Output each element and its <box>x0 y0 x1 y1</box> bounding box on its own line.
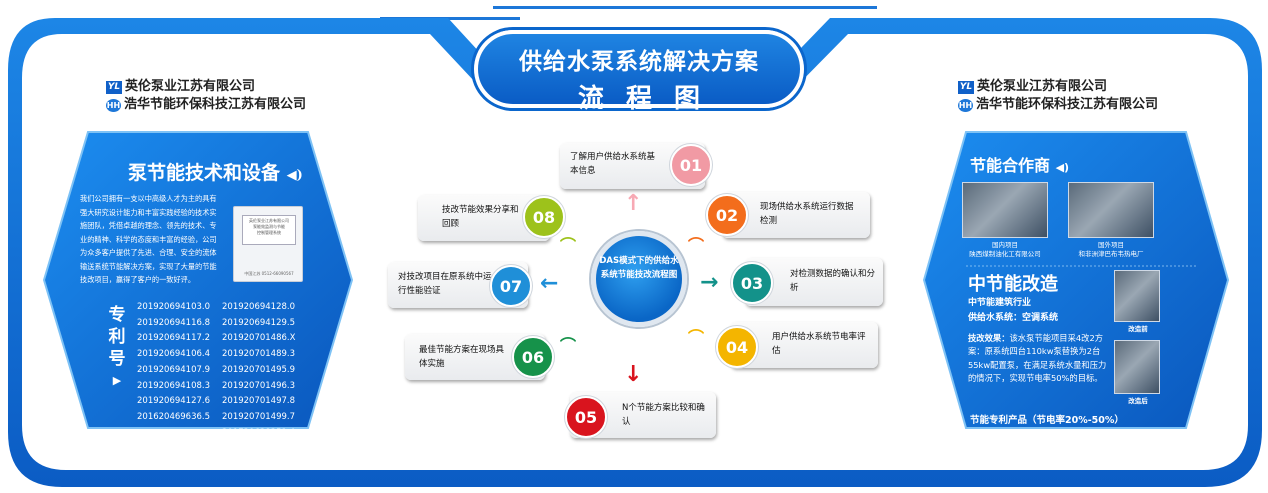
yl-logo-icon: YL <box>106 80 122 94</box>
overseas-project-caption: 国外项目 和非洲津巴布韦热电厂 <box>1078 241 1144 258</box>
right-panel-title: 节能合作商 ◀) <box>970 156 1070 175</box>
step-03-box: 对检测数据的确认和分析 <box>745 258 883 306</box>
patent-label: 专利号 ▶ <box>107 304 127 392</box>
step-02-number: 02 <box>706 194 748 236</box>
patent-number: 201920701497.8 <box>222 396 296 407</box>
title-line-2: 流程图 <box>577 84 722 114</box>
step-05-number: 05 <box>565 396 607 438</box>
patent-number: 201920694116.8 <box>137 317 211 328</box>
company1-name: 英伦泵业江苏有限公司 <box>977 79 1108 94</box>
patent-number: 201920701489.3 <box>222 349 296 360</box>
case-industry: 中节能建筑行业 <box>968 298 1032 308</box>
patent-product: 节能专利产品（节电率20%-50%） <box>970 415 1124 426</box>
yl-logo-icon: YL <box>958 80 974 94</box>
equipment-certificate: 英伦泵业江苏有限公司 泵能效监测与节能 控制管理系统 中国江苏 0512-660… <box>233 206 303 282</box>
arc-arrow-icon: ⌒ <box>688 328 705 347</box>
case-title: 中节能改造 <box>968 274 1058 295</box>
patent-number: 201920701496.3 <box>222 380 296 391</box>
patent-number: 201920694106.4 <box>137 349 211 360</box>
step-03-number: 03 <box>731 262 773 304</box>
speaker-icon: ◀) <box>1055 161 1070 174</box>
arc-arrow-icon: ⌒ <box>560 236 577 255</box>
arrow-right-icon: → <box>700 270 719 295</box>
company1-name: 英伦泵业江苏有限公司 <box>125 79 256 94</box>
domestic-project-caption: 国内项目 陕西煤制油化工有限公司 <box>969 241 1041 258</box>
company2-name: 浩华节能环保科技江苏有限公司 <box>976 97 1159 112</box>
patent-list-col2: 201920694128.0 201920694129.5 201920701486… <box>222 300 295 441</box>
patent-number: 201920694117.2 <box>137 333 211 344</box>
page-title: 供给水泵系统解决方案 流程图 <box>474 30 804 114</box>
patent-number: 201620469636.5 <box>137 411 211 422</box>
left-panel-title: 泵节能技术和设备 ◀) <box>128 162 303 184</box>
overseas-project-photo <box>1068 182 1154 238</box>
arc-arrow-icon: ⌒ <box>560 336 577 355</box>
patent-number: 201920701495.9 <box>222 364 296 375</box>
company-description: 我们公司拥有一支以中高级人才为主的具有强大研究设计能力和丰富实践经验的技术实施团… <box>80 194 217 284</box>
patent-number: 201920701486.X <box>222 333 296 344</box>
step-04-number: 04 <box>716 326 758 368</box>
certificate-footer: 中国江苏 0512-66090567 <box>244 271 294 276</box>
hh-logo-icon: HH <box>958 98 973 112</box>
after-label: 改造后 <box>1128 397 1148 405</box>
play-icon: ▶ <box>112 374 122 387</box>
arrow-left-icon: ← <box>540 271 559 296</box>
hh-logo-icon: HH <box>106 98 121 112</box>
patent-number: 201920694129.5 <box>222 317 296 328</box>
certificate-screen: 英伦泵业江苏有限公司 泵能效监测与节能 控制管理系统 <box>242 215 296 245</box>
company2-name: 浩华节能环保科技江苏有限公司 <box>124 97 307 112</box>
before-label: 改造前 <box>1128 325 1148 333</box>
arrow-down-icon: ↓ <box>624 362 643 387</box>
patent-list-col1: 201920694103.0 201920694116.8 201920694117… <box>137 300 210 426</box>
flow-center-circle: DAS模式下的供给水系统节能技改流程图 <box>591 231 687 327</box>
arrow-up-icon: ↑ <box>624 191 643 216</box>
speaker-icon: ◀) <box>286 168 303 183</box>
patent-number: 201920694108.3 <box>137 380 211 391</box>
patent-number: 201920694107.9 <box>137 364 211 375</box>
domestic-project-photo <box>962 182 1048 238</box>
after-photo <box>1114 340 1160 394</box>
step-06-number: 06 <box>512 336 554 378</box>
patent-number: 201720638351.4 <box>222 427 296 438</box>
step-01-number: 01 <box>670 144 712 186</box>
case-effect: 技改效果：该水泵节能项目采4改2方案：原系统四台110kw泵替换为2台55kw配… <box>968 333 1107 384</box>
title-line-1: 供给水泵系统解决方案 <box>519 49 759 75</box>
patent-number: 201920694127.6 <box>137 396 211 407</box>
step-07-number: 07 <box>490 265 532 307</box>
arc-arrow-icon: ⌒ <box>688 236 705 255</box>
patent-number: 201920701499.7 <box>222 411 296 422</box>
case-system: 供给水系统：空调系统 <box>968 313 1059 323</box>
step-08-number: 08 <box>523 196 565 238</box>
patent-number: 201920694128.0 <box>222 302 296 312</box>
patent-number: 201920694103.0 <box>137 302 211 312</box>
before-photo <box>1114 270 1160 322</box>
